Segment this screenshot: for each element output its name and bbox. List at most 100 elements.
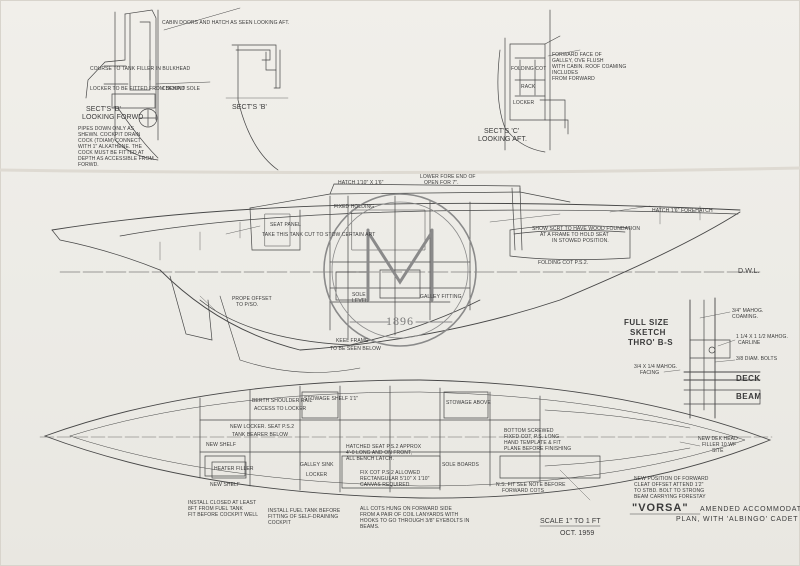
section-left-caption2: LOOKING FORWD [82,114,144,121]
profile-note-seat: SEAT PANEL [270,222,302,228]
plan-note-seat3: ALL BENCH LATCH. [346,456,395,462]
section-left-note-shelf: COURSE TO TANK FILLER IN BULKHEAD [90,66,191,72]
profile-note-keel: KEEL FRAME [336,338,369,344]
profile-note-lower2: OPEN FOR 7". [424,180,459,186]
footnote-mid-3: COCKPIT [268,520,291,526]
detail-sketch [663,297,761,419]
section-left-note-7: FORWD. [78,162,99,168]
hull-profile [51,183,761,373]
plan-note-cot: NEW LOCKER. SEAT P.S.2 [230,424,295,430]
section-left-drawing [85,7,241,161]
plan-note-doors: STOWAGE ABOVE [446,400,491,406]
section-left-note-2: SHEWN. COCKPIT DRAIN [78,132,141,138]
profile-note-sole1: SOLE [352,292,366,298]
footnote-mid-2: FITTING OF SELF-DRAINING [268,514,339,520]
profile-note-forehatch: HATCH 1'6" FOREHATCH [652,208,713,214]
profile-note-cot: FOLDING COT P.S.2. [538,260,589,266]
plan-note-head2: FILLER 10 WF [702,442,737,448]
section-right-note4: INCLUDES [552,70,579,76]
profile-note-fixed: FIXED HOLDING [334,204,375,210]
footnote-left-2: 8FT FROM FUEL TANK [188,506,243,512]
detail-note-carline: 1 1/4 x 1 1/2 MAHOG. [736,334,789,340]
plan-note-shelf3: NEW SHELF [210,482,241,488]
detail-title1: FULL SIZE [624,318,669,327]
hull-plan [39,379,773,501]
detail-note-coaming: COAMING. [732,314,759,320]
detail-note-facing: 3/4 x 1/4 MAHOG. [634,364,678,370]
section-left-note-1: PIPES DOWN ONLY AS [78,126,135,132]
plan-note-cot3: CANVAS REQUIRED [360,482,410,488]
footnote-left-1: INSTALL CLOSED AT LEAST [188,500,257,506]
detail-note-carline2: CARLINE [738,340,761,346]
plan-note-cot5: FIXED COT, P.S. LONG [504,434,560,440]
plan-note-shelf2: NEW SHELF [206,442,237,448]
plan-note-seat1: HATCHED SEAT P.S.2 APPROX [346,444,422,450]
section-right-caption2: LOOKING AFT. [478,136,528,143]
plan-note-berth: BERTH SHOULDER RAIL [252,398,313,404]
drawing-title: "VORSA" [632,502,689,514]
section-left-note-6: DEPTH AS ACCESSIBLE FROM [78,156,154,162]
profile-note-lower: LOWER FORE END OF [420,174,476,180]
plan-note-cot4: BOTTOM SCREWED [504,428,554,434]
footnote-right-3: HOOKS TO GO THROUGH 3/8" EYEBOLTS IN [360,518,470,524]
section-right-locker: LOCKER [513,100,535,106]
section-mid-drawing [225,44,289,171]
drawing-date: OCT. 1959 [560,530,595,537]
footnote-mid-1: INSTALL FUEL TANK BEFORE [268,508,341,514]
section-mid-caption: SECT'S 'B' [232,104,267,111]
dwl-label: D.W.L. [738,268,760,275]
plan-note-cot6: HAND TEMPLATE & FIT [504,440,561,446]
plan-note-seat2: 4'-0 LONG AND ON FRONT, [346,450,413,456]
section-left-note-cockpit: COCKPIT SOLE [162,86,201,92]
plan-note-fwd1: NEW POSITION OF FORWARD [634,476,709,482]
plan-note-cot1: FIX COT P.S.2 ALLOWED [360,470,421,476]
detail-title2: SKETCH [630,328,666,337]
plan-note-fwd2: CLEAT OFFSET ATTEND 1'2" [634,482,704,488]
plan-note-galley: GALLEY SINK [300,462,334,468]
plan-note-head3: SITE [712,448,724,454]
profile-note-hatch: HATCH 1'10" x 1'6" [338,180,384,186]
detail-note-facing2: FACING [640,370,660,376]
section-right-note5: FROM FORWARD [552,76,595,82]
detail-note-beam: BEAM [736,392,762,401]
section-right-caption1: SECT'S 'C' [484,128,520,135]
profile-note-prop2: TO P/SO. [236,302,259,308]
profile-note-sole2: LEVEL [352,298,369,304]
section-right-cot: FOLDING COT [511,66,547,72]
footnote-left-3: FIT BEFORE COCKPIT WELL [188,512,259,518]
plan-note-heater: HEATER FILLER [214,466,254,472]
section-right-note2: GALLEY, OVE FLUSH [552,58,604,64]
section-right-rack: RACK [521,84,536,90]
profile-note-below: TO BE SEEN BELOW [330,346,381,352]
plan-note-fwd-cot: N.S. FIT SEE NOTE BEFORE [496,482,566,488]
section-right-note3: WITH CABIN. ROOF COAMING [552,64,627,70]
section-right-note1: FORWARD FACE OF [552,52,602,58]
maker-stamp [323,193,477,347]
drawing-scale: SCALE 1" TO 1 FT [540,518,601,525]
plan-note-cot7: PLANE BEFORE FINISHING [504,446,572,452]
plan-note-fwd-cot2: FORWARD COTS [502,488,545,494]
section-left-note-top: CABIN DOORS AND HATCH AS SEEN LOOKING AF… [162,20,290,26]
section-left-note-5: COCK MUST BE FITTED AT [78,150,145,156]
plan-note-sole: SOLE BOARDS [442,462,479,468]
section-right-drawing [497,9,581,153]
stamp-year: 1896 [386,314,414,328]
section-left-caption1: SECT'S 'B' [86,106,121,113]
detail-title3: THRO' B-S [628,338,674,347]
profile-note-table2: AT A FRAME TO HOLD SEAT [540,232,609,238]
plan-note-access: ACCESS TO LOCKER [254,406,307,412]
profile-note-prop: PROPE OFFSET [232,296,272,302]
plan-note-tank: TANK BEARER BELOW [232,432,289,438]
footnote-right-1: ALL COTS HUNG ON FORWARD SIDE [360,506,452,512]
profile-note-galley: GALLEY FITTING [420,294,462,300]
section-left-note-locker: LOCKER TO BE FITTED FROM BEHIND [90,86,186,92]
profile-note-table: SHOW SCRT TO HAVE WOOD FOUNDATION [532,226,641,232]
plan-note-fwd4: BEAM CARRYING FORESTAY [634,494,706,500]
detail-note-deck: DECK [736,374,761,383]
plan-note-cot2: RECTANGULAR 5'10" x 1'10" [360,476,430,482]
footnote-right-4: BEAMS. [360,524,380,530]
paper-fold [0,166,800,175]
drawing-subtitle-2: PLAN, WITH 'ALBINGO' CADET [676,516,799,523]
